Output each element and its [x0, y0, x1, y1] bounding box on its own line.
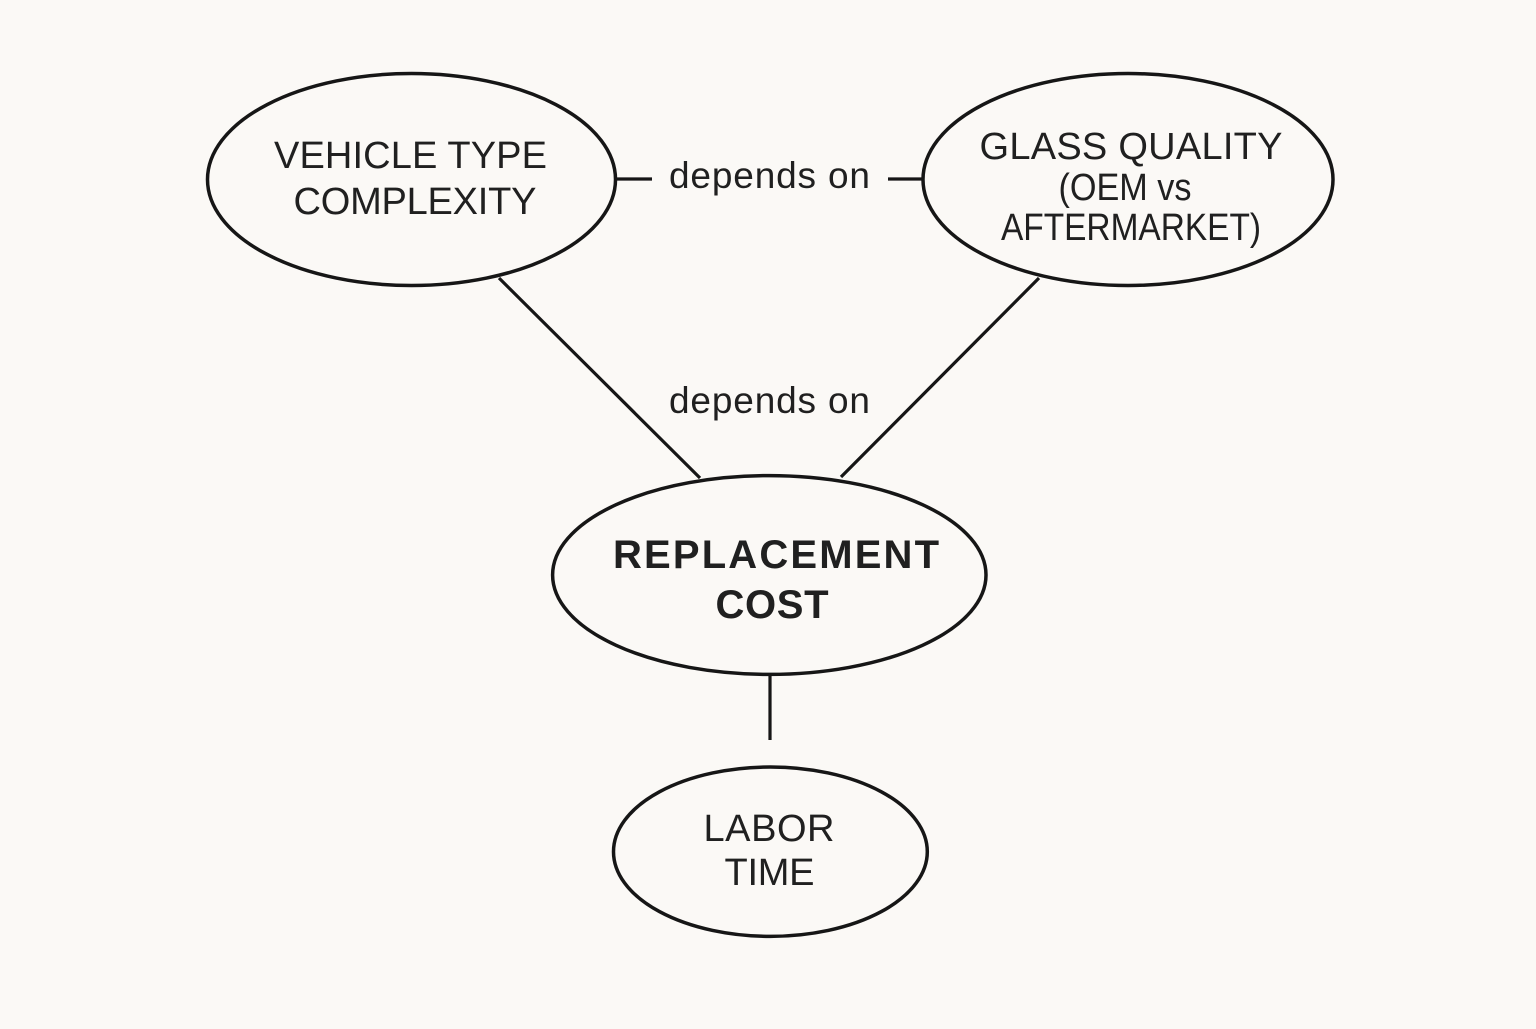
svg-text:COMPLEXITY: COMPLEXITY — [294, 181, 537, 223]
svg-text:depends on: depends on — [669, 380, 870, 421]
svg-text:GLASS QUALITY: GLASS QUALITY — [980, 126, 1283, 168]
svg-text:TIME: TIME — [725, 852, 815, 894]
svg-text:depends on: depends on — [669, 155, 870, 196]
svg-text:(OEM vs: (OEM vs — [1059, 167, 1192, 209]
svg-text:VEHICLE TYPE: VEHICLE TYPE — [274, 135, 547, 177]
svg-text:LABOR: LABOR — [704, 808, 835, 850]
svg-text:AFTERMARKET): AFTERMARKET) — [1001, 207, 1261, 249]
svg-text:COST: COST — [716, 583, 829, 627]
svg-text:REPLACEMENT: REPLACEMENT — [613, 533, 939, 577]
